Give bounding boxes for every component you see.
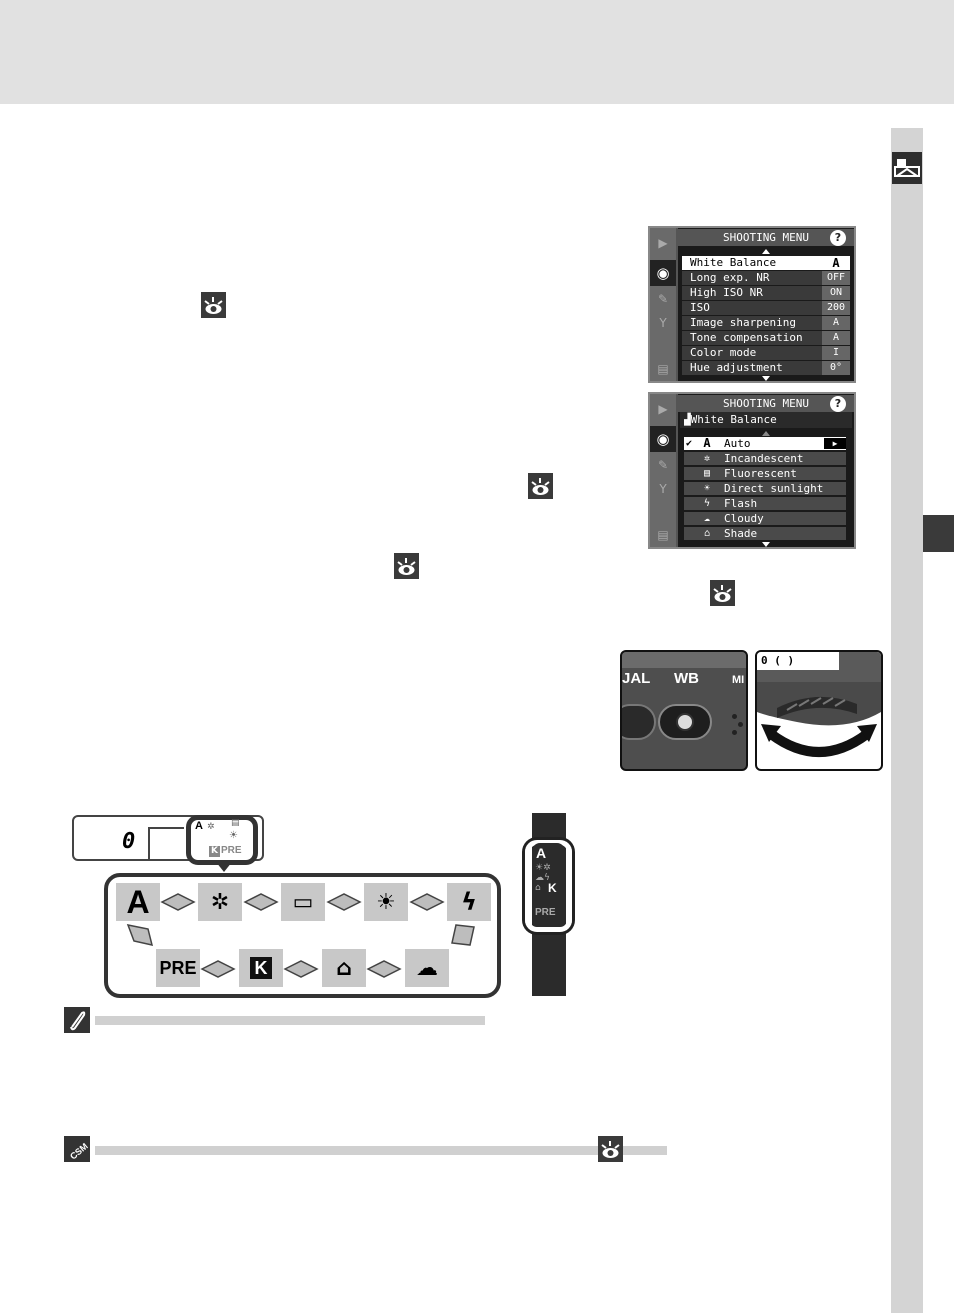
viewfinder-k-icon: K [548, 881, 557, 895]
svg-text:0 ( ): 0 ( ) [761, 654, 794, 667]
playback-tab-icon[interactable]: ▶ [658, 236, 668, 250]
wb-option-shade[interactable]: ⌂Shade [684, 527, 846, 540]
viewfinder-auto-icon: A [536, 845, 547, 861]
scroll-up-icon [762, 249, 770, 254]
wb-option-fluorescent[interactable]: ▤Fluorescent [684, 467, 846, 480]
wb-icon-sunlight: ☀ [229, 830, 238, 841]
wrench-tab-icon[interactable]: Y [659, 316, 667, 330]
pencil-note-icon [64, 1007, 90, 1033]
wb-option-incandescent[interactable]: ✲Incandescent [684, 452, 846, 465]
white-balance-screen: ▶ ◉ ✎ Y ▤ SHOOTING MENU ? ▟White Balance… [648, 392, 856, 549]
panel-digit: 0 [122, 829, 136, 854]
enter-arrow-icon: ▶ [824, 438, 846, 449]
body-label-mi: MI [732, 674, 745, 686]
wb-tile-auto: A [116, 883, 160, 921]
eye-reference-icon[interactable] [528, 473, 553, 499]
viewfinder-wb-symbols: ☀✲☁ϟ⌂ [535, 863, 551, 893]
help-icon[interactable]: ? [830, 396, 846, 412]
menu-title: SHOOTING MENU [678, 229, 854, 246]
scroll-down-icon [762, 376, 770, 381]
cycle-connectors [126, 893, 475, 978]
eye-reference-icon[interactable] [394, 553, 419, 579]
pointer-arrow-icon [216, 862, 232, 872]
wb-tile-kelvin: K [239, 949, 283, 987]
wb-tile-fluorescent: ▭ [281, 883, 325, 921]
menu-tab-column: ▶ ◉ ✎ Y ▤ [650, 394, 676, 547]
camera-tab-icon[interactable]: ◉ [650, 426, 676, 452]
wb-option-cloudy[interactable]: ☁Cloudy [684, 512, 846, 525]
pencil-tab-icon[interactable]: ✎ [657, 292, 669, 306]
wb-indicator-highlight: A ✲ ▤ ☀ K PRE [186, 815, 258, 865]
eye-reference-icon[interactable] [598, 1136, 623, 1162]
sidebar-section-tab[interactable] [923, 515, 954, 552]
recent-tab-icon[interactable]: ▤ [657, 362, 669, 376]
wb-icon-incandescent: ✲ [207, 822, 215, 832]
menu-title: SHOOTING MENU [678, 395, 854, 412]
page-header-band [0, 0, 954, 104]
viewfinder-highlight: A K ☀✲☁ϟ⌂ PRE [525, 840, 572, 932]
wb-tile-shade: ⌂ [322, 949, 366, 987]
wb-tile-flash: ϟ [447, 883, 491, 921]
wb-icon-auto: A [195, 820, 203, 832]
scroll-up-icon [762, 431, 770, 436]
command-dial-photo: 0 ( ) [755, 650, 883, 771]
wb-button[interactable] [658, 704, 712, 740]
wb-tile-sunlight: ☀ [364, 883, 408, 921]
recent-tab-icon[interactable]: ▤ [657, 528, 669, 542]
wb-button-photo: JAL WB MI [620, 650, 748, 771]
help-icon[interactable]: ? [830, 230, 846, 246]
pencil-tab-icon[interactable]: ✎ [657, 458, 669, 472]
playback-tab-icon[interactable]: ▶ [658, 402, 668, 416]
eye-reference-icon[interactable] [201, 292, 226, 318]
eye-reference-icon[interactable] [710, 580, 735, 606]
csm-heading-bar [95, 1146, 667, 1155]
viewfinder-pre-icon: PRE [535, 907, 556, 918]
wb-tile-incandescent: ✲ [198, 883, 242, 921]
wb-icon-fluorescent: ▤ [231, 818, 240, 828]
sidebar-strip [891, 128, 923, 1313]
submenu-title: ▟White Balance [680, 412, 852, 428]
menu-tab-column: ▶ ◉ ✎ Y ▤ [650, 228, 676, 381]
note-heading-bar [95, 1016, 485, 1025]
camera-tab-icon[interactable]: ◉ [650, 260, 676, 286]
body-label-qual: JAL [622, 670, 651, 687]
csm-icon: CSM [64, 1136, 90, 1162]
wb-icon-k: K [209, 846, 220, 857]
scroll-down-icon [762, 542, 770, 547]
wb-option-direct-sunlight[interactable]: ☀Direct sunlight [684, 482, 846, 495]
shooting-menu-icon [891, 151, 923, 185]
wb-tile-preset: PRE [156, 949, 200, 987]
wrench-tab-icon[interactable]: Y [659, 482, 667, 496]
body-label-wb: WB [674, 670, 699, 687]
wb-icon-pre: PRE [221, 845, 242, 856]
wb-tile-cloudy: ☁ [405, 949, 449, 987]
